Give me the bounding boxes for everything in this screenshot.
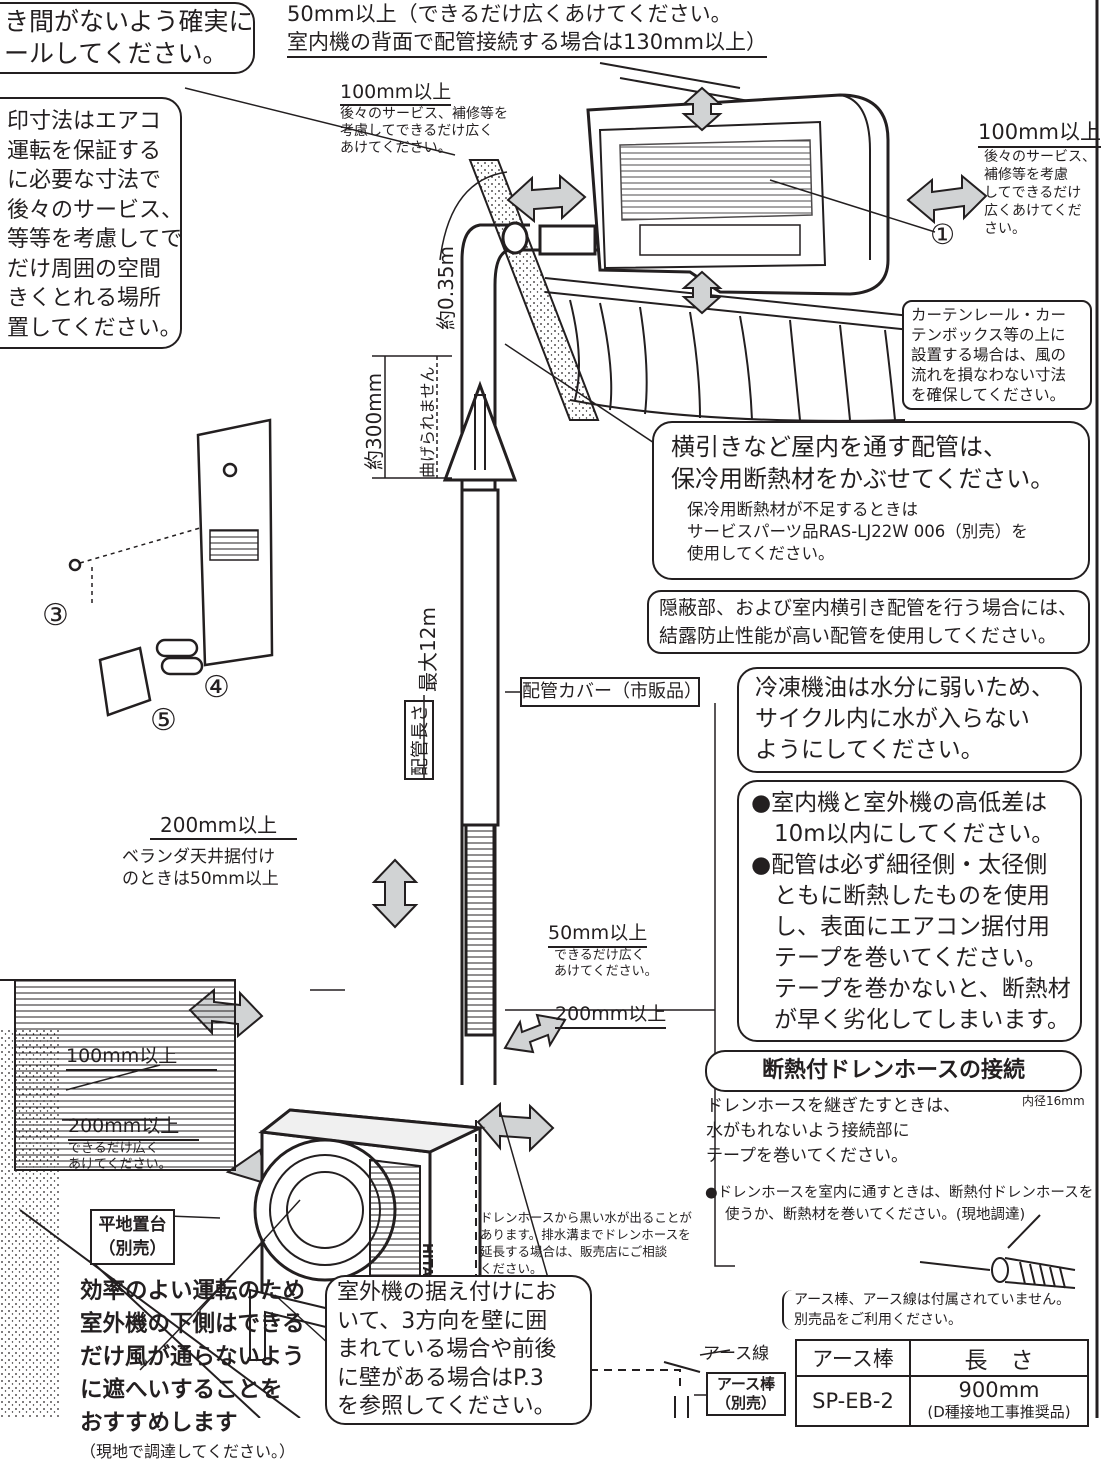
- earth-wire-label: アース線: [703, 1344, 770, 1364]
- pipe-035-label: 約0.35m: [434, 245, 458, 330]
- marker-4: ④: [203, 670, 230, 705]
- marker-1: ①: [930, 218, 956, 251]
- hidden-pipe-note: 隠蔽部、および室内横引き配管を行う場合には、 結露防止性能が高い配管を使用してく…: [647, 590, 1090, 654]
- drain-bullet: ●ドレンホースを室内に通すときは、断熱付ドレンホースを 使うか、断熱材を巻いてく…: [705, 1185, 1094, 1223]
- no-bend-label: 曲げられません: [418, 366, 437, 478]
- earth-rod-label: アース棒 （別売）: [706, 1372, 786, 1416]
- insulation-note: 横引きなど屋内を通す配管は、 保冷用断熱材をかぶせてください。 保冷用断熱材が不…: [652, 421, 1090, 580]
- pipe-300-label: 約300mm: [362, 372, 386, 470]
- outdoor-top-clearance: 200mm以上 ベランダ天井据付け のときは50mm以上: [122, 812, 298, 890]
- right-clearance: 100mm以上 後々のサービス、 補修等を考慮 してできるだけ 広くあけてくだ …: [978, 118, 1101, 237]
- top-left-note: き間がないよう確実に ールしてください。: [0, 2, 255, 74]
- left-clearance-title: 100mm以上: [340, 80, 452, 106]
- outdoor-front200-clearance: 200mm以上: [555, 1001, 667, 1029]
- left-note: 印寸法はエアコ 運転を保証する に必要な寸法で 後々のサービス、 等等を考慮して…: [0, 97, 183, 349]
- drain-inner-diameter: 内径16mm: [1022, 1094, 1085, 1108]
- remote-controller: [68, 418, 274, 717]
- left-clearance: 100mm以上 後々のサービス、補修等を 考慮してできるだけ広く あけてください…: [340, 80, 508, 156]
- top-clearance-line2: 室内機の背面で配管接続する場合は130mm以上）: [287, 28, 767, 58]
- marker-5: ⑤: [150, 703, 177, 738]
- curtain-note: カーテンレール・カー テンボックス等の上に 設置する場合は、風の 流れを損なわな…: [902, 300, 1092, 410]
- wall-note: 室外機の据え付けにお いて、3方向を壁に囲 まれている場合や前後 に壁がある場合…: [325, 1275, 592, 1425]
- efficiency-note: 効率のよい運転のため 室外機の下側はできる だけ風が通らないよう に遮へいするこ…: [80, 1278, 306, 1461]
- outdoor-rear200-clearance: 200mm以上 できるだけ広く あけてください。: [68, 1113, 200, 1173]
- indoor-unit: [586, 93, 890, 296]
- curtain: [544, 277, 931, 422]
- drain-title-box: 断熱付ドレンホースの接続: [705, 1050, 1082, 1092]
- pipe-length-value: 最大12m: [416, 607, 440, 692]
- table-cell: 900mm (D種接地工事推奨品): [909, 1375, 1089, 1427]
- marker-3: ③: [42, 598, 69, 633]
- table-header-row: アース棒 長 さ: [795, 1339, 1089, 1377]
- top-clearance-note: 50mm以上（できるだけ広くあけてください。 室内機の背面で配管接続する場合は1…: [287, 0, 767, 58]
- stand-label: 平地置台 （別売）: [90, 1209, 175, 1265]
- table-row: SP-EB-2 900mm (D種接地工事推奨品): [795, 1375, 1089, 1427]
- installation-diagram: HITACHI: [0, 0, 1099, 1418]
- drain-body: ドレンホースを継ぎたすときは、 水がもれないよう接続部に テープを巻いてください…: [706, 1096, 961, 1166]
- top-clearance-line1: 50mm以上（できるだけ広くあけてください。: [287, 2, 732, 26]
- right-clearance-title: 100mm以上: [978, 118, 1101, 148]
- black-water-note: ドレンホースから黒い水が出ることが あります。排水溝までドレンホースを 延長する…: [480, 1210, 692, 1276]
- earth-note: アース棒、アース線は付属されていません。 別売品をご利用ください。: [782, 1290, 1070, 1330]
- ceiling-lines: [599, 62, 761, 104]
- ground-lines: [19, 1209, 301, 1418]
- pipe-cover-label: 配管カバー（市販品）: [520, 677, 702, 707]
- oil-note: 冷凍機油は水分に弱いため、 サイクル内に水が入らない ようにしてください。: [737, 667, 1082, 773]
- earth-rod-table: アース棒 長 さ SP-EB-2 900mm (D種接地工事推奨品): [795, 1339, 1089, 1427]
- drain-hose-icon: [919, 1214, 1076, 1289]
- outdoor-unit: [249, 1108, 486, 1401]
- piping: [442, 221, 600, 1085]
- height-note: ●室内機と室外機の高低差は 10m以内にしてください。 ●配管は必ず細径側・太径…: [737, 780, 1082, 1042]
- table-header: アース棒: [795, 1339, 911, 1377]
- outdoor-side50-clearance: 50mm以上 できるだけ広く あけてください。: [548, 922, 658, 979]
- pipe-length-label: 配管長さ: [404, 700, 434, 780]
- table-header: 長 さ: [909, 1339, 1089, 1377]
- outdoor-left100-clearance: 100mm以上: [66, 1043, 218, 1071]
- table-cell: SP-EB-2: [795, 1375, 911, 1427]
